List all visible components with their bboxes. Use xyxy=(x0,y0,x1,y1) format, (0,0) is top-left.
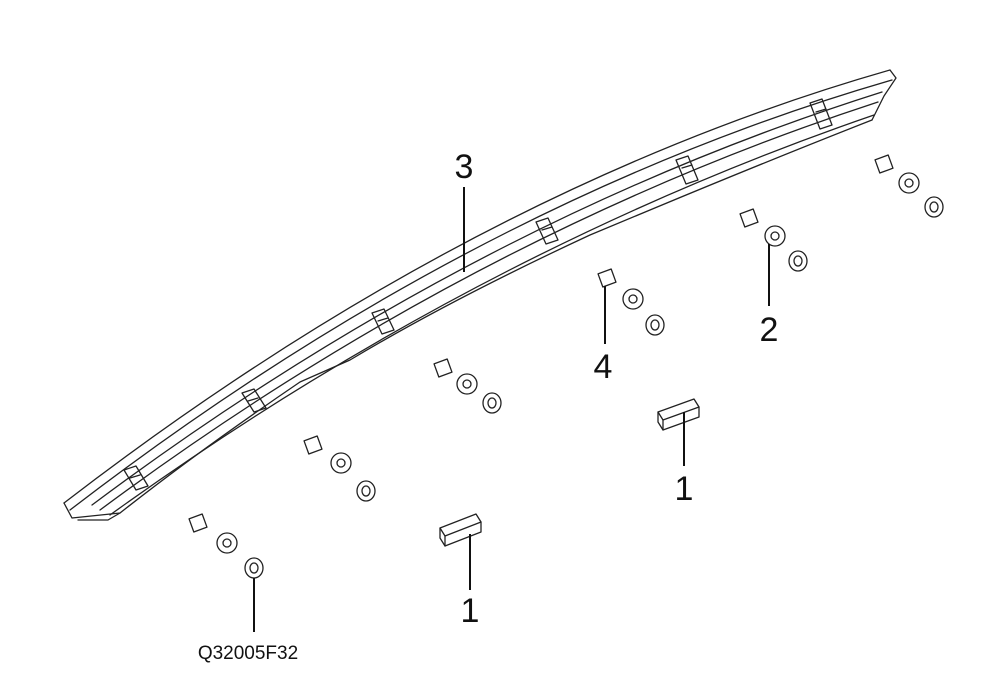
nut xyxy=(356,480,376,502)
nut xyxy=(482,392,502,414)
washer xyxy=(764,225,786,247)
washer xyxy=(456,373,478,395)
nut xyxy=(924,196,944,218)
callout-pad-left: 1 xyxy=(461,592,480,630)
speed-clip xyxy=(303,435,323,455)
nut xyxy=(645,314,665,336)
washer xyxy=(216,532,238,554)
speed-clip xyxy=(433,358,453,378)
rear-spoiler xyxy=(63,69,897,521)
callout-spoiler: 3 xyxy=(455,148,474,186)
fastener-set-6 xyxy=(874,154,944,218)
nut xyxy=(244,557,264,579)
washer xyxy=(622,288,644,310)
washer xyxy=(330,452,352,474)
nut xyxy=(788,250,808,272)
fastener-set-4 xyxy=(597,268,665,336)
washer xyxy=(898,172,920,194)
callout-clip: 4 xyxy=(594,348,613,386)
adhesive-pad-left xyxy=(439,513,482,547)
fastener-set-3 xyxy=(433,358,502,414)
fastener-set-1 xyxy=(188,513,264,579)
speed-clip xyxy=(874,154,894,174)
speed-clip xyxy=(188,513,208,533)
adhesive-pad-right xyxy=(657,398,700,431)
callout-pad-right: 1 xyxy=(675,470,694,508)
spoiler-mounting-tabs xyxy=(123,98,833,491)
callout-washer-nut: 2 xyxy=(760,311,779,349)
speed-clip xyxy=(597,268,617,288)
reference-code: Q32005F32 xyxy=(198,643,298,664)
fastener-set-2 xyxy=(303,435,376,502)
fastener-set-5 xyxy=(739,208,808,272)
speed-clip xyxy=(739,208,759,228)
